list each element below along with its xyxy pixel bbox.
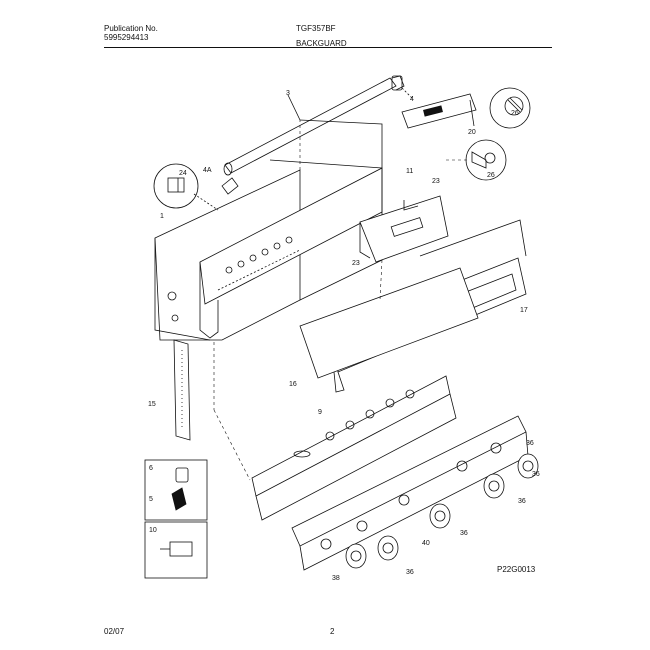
callout-label: 36 — [532, 471, 540, 478]
burner-knob-part — [517, 453, 539, 479]
callout-label: 36 — [518, 498, 526, 505]
side-channel-part — [173, 339, 191, 441]
callout-label: 10 — [149, 527, 157, 534]
burner-knob-part — [377, 535, 399, 561]
callout-label: 17 — [520, 307, 528, 314]
spark-module-inset — [144, 459, 208, 521]
relay-bracket-part — [359, 195, 449, 263]
control-board-part — [401, 93, 477, 129]
callout-label: 4 — [410, 96, 414, 103]
burner-knob-part — [429, 503, 451, 529]
callout-label: 1 — [160, 213, 164, 220]
burner-knob-part — [483, 473, 505, 499]
callout-label: 23 — [352, 260, 360, 267]
footer-date: 02/07 — [104, 627, 125, 636]
callout-label: 5 — [149, 496, 153, 503]
callout-label: 40 — [422, 540, 430, 547]
oven-knob-part — [345, 543, 367, 569]
header-rule — [104, 47, 552, 48]
glass-panel-part — [299, 267, 479, 379]
publication-number: 5995294413 — [104, 33, 149, 42]
assembly-guides — [213, 120, 470, 481]
callout-label: 15 — [148, 401, 156, 408]
callout-label: 38 — [332, 575, 340, 582]
callout-label: 24 — [179, 170, 187, 177]
section-title: BACKGUARD — [296, 39, 347, 48]
overlay-knob-part — [489, 87, 531, 129]
callout-label: 36 — [526, 440, 534, 447]
callout-label: 36 — [460, 530, 468, 537]
callout-label: 4A — [203, 167, 212, 174]
model-number: TGF357BF — [296, 24, 336, 33]
page-number: 2 — [330, 627, 335, 636]
clip-part — [221, 177, 239, 195]
diagram-code: P22G0013 — [497, 565, 536, 574]
manifold-panel-part — [251, 375, 457, 521]
backguard-frame-part — [199, 119, 383, 339]
valve-inset — [144, 521, 208, 579]
callout-label: 3 — [286, 90, 290, 97]
callout-label: 36 — [406, 569, 414, 576]
callout-label: 16 — [289, 381, 297, 388]
callout-label: 6 — [149, 465, 153, 472]
selector-knob-part — [465, 139, 507, 181]
callout-label: 26 — [487, 172, 495, 179]
rod-part — [223, 75, 405, 176]
control-panel-part — [291, 415, 529, 571]
end-cap-part — [391, 75, 413, 99]
callout-label: 9 — [318, 409, 322, 416]
callout-label: 23 — [432, 178, 440, 185]
callout-label: 11 — [406, 168, 413, 175]
publication-label: Publication No. — [104, 24, 158, 33]
callout-label: 26 — [511, 110, 519, 117]
callout-label: 20 — [468, 129, 476, 136]
igniter-inset — [153, 163, 219, 211]
